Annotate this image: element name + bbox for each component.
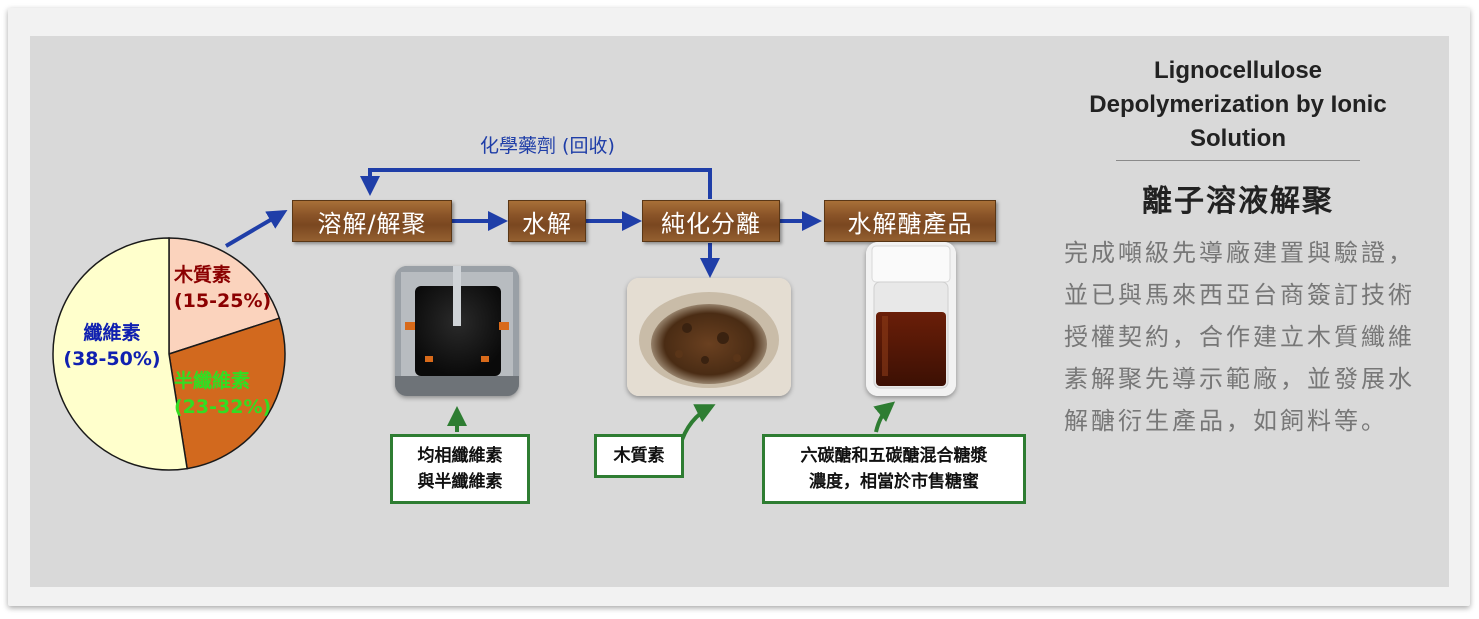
title-chinese: 離子溶液解聚 — [1142, 184, 1334, 219]
reactor-photo — [395, 266, 519, 396]
caption-cellulose: 均相纖維素 與半纖維素 — [390, 434, 530, 504]
title-divider — [1116, 160, 1360, 161]
step-sugar-product: 水解醣產品 — [824, 200, 996, 242]
recycle-label: 化學藥劑 (回收) — [480, 135, 615, 157]
step-purification: 純化分離 — [642, 200, 780, 242]
title-english: Lignocellulose Depolymerization by Ionic… — [1089, 57, 1387, 152]
description-text: 完成噸級先導廠建置與驗證，並已與馬來西亞台商簽訂技術授權契約，合作建立木質纖維素… — [1064, 239, 1415, 435]
caption-sugar-syrup: 六碳醣和五碳醣混合糖漿 濃度，相當於市售糖蜜 — [762, 434, 1026, 504]
pie-label-hemicellulose: 半纖維素 (23-32%) — [174, 370, 272, 418]
pie-to-flow-arrow — [224, 209, 288, 248]
pie-slice-lignin — [168, 237, 281, 356]
pie-label-cellulose: 纖維素 (38-50%) — [63, 322, 161, 370]
caption-lignin: 木質素 — [594, 434, 684, 478]
composition-pie-chart — [52, 237, 286, 471]
pie-label-lignin: 木質素 (15-25%) — [174, 264, 272, 312]
pie-slice-hemicellulose — [168, 317, 286, 470]
pie-slice-cellulose — [52, 237, 189, 471]
sugar-syrup-photo — [866, 242, 956, 396]
sugar-caption-arrow — [873, 401, 896, 433]
recycle-arrow — [360, 168, 712, 199]
lignin-powder-photo — [627, 278, 791, 396]
step-dissolve-depolymerize: 溶解/解聚 — [292, 200, 452, 242]
step-hydrolysis: 水解 — [508, 200, 586, 242]
